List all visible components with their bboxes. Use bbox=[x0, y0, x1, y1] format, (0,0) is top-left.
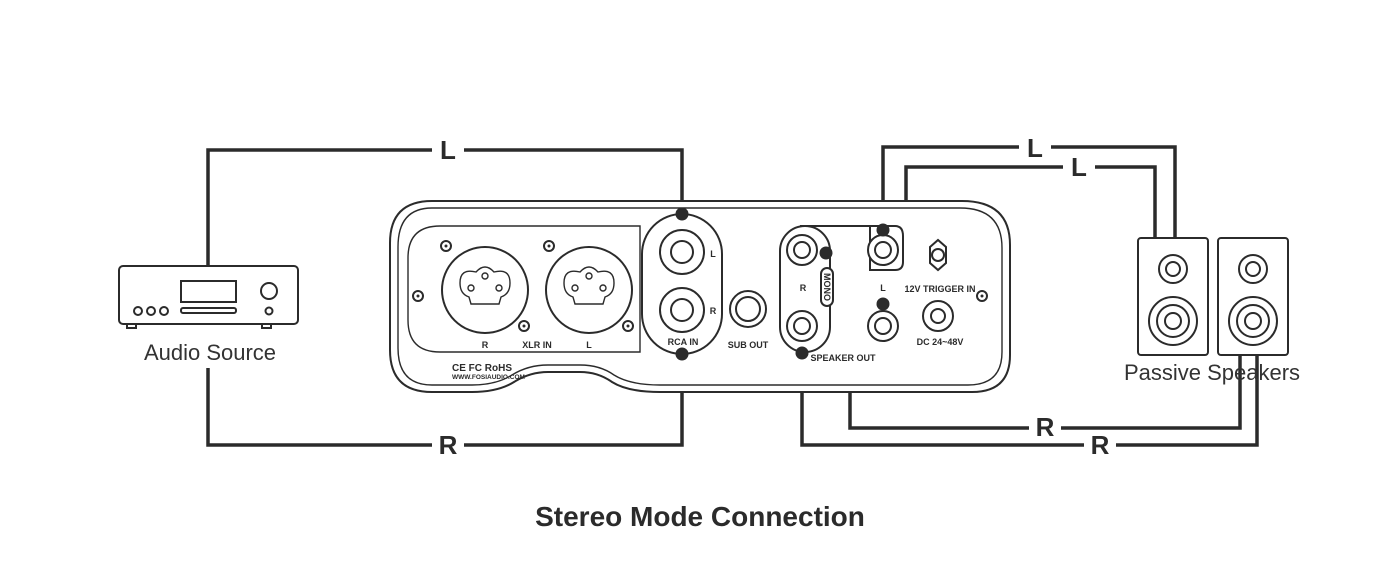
audio-source-power-button bbox=[264, 306, 274, 316]
speaker-r-bottom-connection-dot bbox=[795, 346, 809, 360]
speaker-right-wire-2 bbox=[800, 352, 1259, 447]
speaker-out-l-top-terminal bbox=[867, 234, 899, 266]
rca-input-r-jack bbox=[659, 287, 705, 333]
certification-marks: CE FC RoHS bbox=[452, 363, 512, 374]
speaker-r-label: R bbox=[800, 283, 807, 293]
dc-in-jack bbox=[922, 300, 954, 332]
speaker-l-label: L bbox=[880, 283, 886, 293]
speaker-out-label: SPEAKER OUT bbox=[810, 353, 876, 363]
connection-points bbox=[675, 207, 890, 361]
audio-source-volume-knob-icon bbox=[260, 282, 278, 300]
speaker-left-label-1: L bbox=[1027, 133, 1043, 163]
mono-bridge-badge bbox=[820, 267, 834, 307]
rca-l-connection-dot bbox=[675, 207, 689, 221]
audio-source-label: Audio Source bbox=[144, 340, 276, 365]
passive-speakers-label: Passive Speakers bbox=[1124, 360, 1300, 385]
speaker-l-top-connection-dot bbox=[876, 223, 890, 237]
dc-in-label: DC 24~48V bbox=[917, 337, 964, 347]
diagram-caption: Stereo Mode Connection bbox=[535, 501, 865, 532]
rca-r-connection-dot bbox=[675, 347, 689, 361]
rca-r-label: R bbox=[710, 306, 717, 316]
rca-l-label: L bbox=[710, 249, 716, 259]
speaker-left-label-2: L bbox=[1071, 152, 1087, 182]
passive-speaker-1 bbox=[1137, 237, 1209, 356]
audio-source-button-3 bbox=[159, 306, 169, 316]
speaker-out-r-top-terminal bbox=[786, 234, 818, 266]
audio-source-button-1 bbox=[133, 306, 143, 316]
audio-source-foot-right bbox=[261, 323, 272, 329]
amp-inner-outline bbox=[397, 207, 1003, 386]
xlr-in-label: XLR IN bbox=[522, 340, 552, 350]
xlr-r-label: R bbox=[482, 340, 489, 350]
amp-inset-panel bbox=[407, 225, 641, 353]
rca-in-label: RCA IN bbox=[668, 337, 699, 347]
xlr-l-label: L bbox=[586, 340, 592, 350]
audio-source-disc-slot bbox=[180, 307, 237, 314]
input-right-label: R bbox=[439, 430, 458, 460]
speaker-right-label-2: R bbox=[1091, 430, 1110, 460]
audio-source-foot-left bbox=[126, 323, 137, 329]
website-label: WWW.FOSIAUDIO.COM bbox=[452, 374, 525, 381]
mono-label: MONO bbox=[822, 273, 832, 301]
xlr-input-l bbox=[545, 246, 633, 334]
sub-out-jack bbox=[729, 290, 767, 328]
wire-labels: L R L L R R bbox=[432, 132, 1116, 460]
speaker-r-mono-connection-dot bbox=[819, 246, 833, 260]
input-left-label: L bbox=[440, 135, 456, 165]
trigger-in-jack bbox=[929, 238, 947, 272]
audio-source-display bbox=[180, 280, 237, 303]
rca-input-l-jack bbox=[659, 229, 705, 275]
speaker-out-l-bottom-terminal bbox=[867, 310, 899, 342]
speaker-l-bottom-connection-dot bbox=[876, 297, 890, 311]
trigger-in-label: 12V TRIGGER IN bbox=[904, 284, 975, 294]
xlr-input-r bbox=[441, 246, 529, 334]
speaker-right-label-1: R bbox=[1036, 412, 1055, 442]
speaker-out-r-bottom-terminal bbox=[786, 310, 818, 342]
amplifier-rear-panel: R XLR IN L L R RCA IN SUB OUT R MONO L S… bbox=[389, 200, 1011, 393]
sub-out-label: SUB OUT bbox=[728, 340, 769, 350]
passive-speaker-2 bbox=[1217, 237, 1289, 356]
audio-source-button-2 bbox=[146, 306, 156, 316]
audio-source-device bbox=[118, 265, 299, 329]
